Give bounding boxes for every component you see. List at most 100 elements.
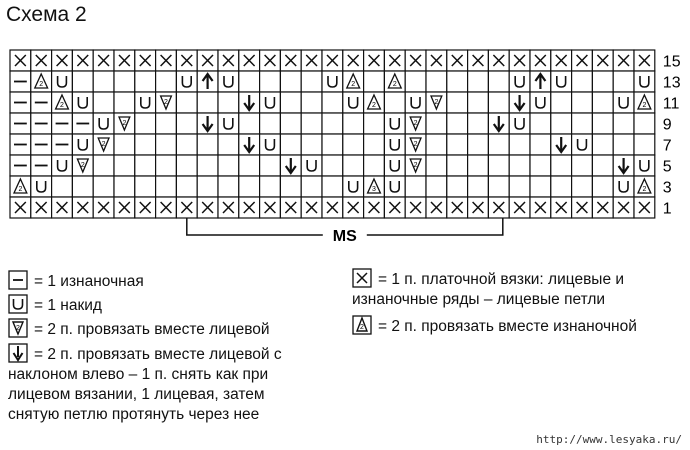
svg-text:2: 2 [642, 102, 646, 109]
legend-p2tog: 2 = 2 п. провязать вместе изнаночной [352, 315, 637, 337]
legend-p2tog-text: = 2 п. провязать вместе изнаночной [378, 318, 637, 335]
row-number: 1 [663, 201, 672, 218]
x-cross-symbol [155, 49, 178, 72]
empty-cell [633, 133, 656, 156]
svg-text:2: 2 [39, 81, 43, 88]
u-icon [8, 294, 28, 314]
u-yarn-over-symbol [383, 154, 406, 177]
empty-cell [591, 175, 614, 198]
p2tog-symbol: 2 [9, 175, 32, 198]
dash-symbol [30, 112, 53, 135]
u-yarn-over-symbol [50, 154, 73, 177]
legend-ssk-line3: лицевом вязании, 1 лицевая, затем [8, 386, 265, 403]
p2tog-symbol: 2 [342, 70, 365, 93]
empty-cell [113, 154, 136, 177]
k2tog-symbol: 2 [404, 112, 427, 135]
empty-cell [446, 154, 469, 177]
empty-cell [279, 175, 302, 198]
x-cross-symbol [529, 49, 552, 72]
k2tog-symbol: 2 [425, 91, 448, 114]
empty-cell [300, 112, 323, 135]
empty-cell [446, 175, 469, 198]
x-cross-symbol [196, 196, 219, 219]
x-cross-symbol [467, 49, 490, 72]
k2tog-symbol: 2 [113, 112, 136, 135]
x-cross-symbol [612, 196, 635, 219]
x-cross-symbol [633, 49, 656, 72]
empty-cell [550, 91, 573, 114]
empty-cell [238, 175, 261, 198]
dash-symbol [30, 91, 53, 114]
empty-cell [155, 112, 178, 135]
empty-cell [404, 70, 427, 93]
x-cross-symbol [425, 49, 448, 72]
empty-cell [570, 91, 593, 114]
x-cross-symbol [217, 196, 240, 219]
empty-cell [570, 154, 593, 177]
k2tog-symbol: 2 [155, 91, 178, 114]
u-yarn-over-symbol [508, 70, 531, 93]
x-cross-symbol [633, 196, 656, 219]
empty-cell [134, 175, 157, 198]
empty-cell [487, 133, 510, 156]
empty-cell [155, 154, 178, 177]
empty-cell [591, 70, 614, 93]
x-cross-symbol [425, 196, 448, 219]
legend-ssk-line1: = 2 п. провязать вместе лицевой с [34, 346, 282, 363]
x-cross-symbol [71, 196, 94, 219]
x-cross-symbol [9, 196, 32, 219]
empty-cell [633, 112, 656, 135]
empty-cell [196, 133, 219, 156]
x-cross-symbol [404, 196, 427, 219]
svg-text:2: 2 [102, 141, 106, 148]
empty-cell [342, 112, 365, 135]
x-cross-symbol [279, 196, 302, 219]
arrow-up-symbol [196, 70, 219, 93]
row-number: 13 [663, 75, 681, 92]
x-cross-symbol [321, 196, 344, 219]
u-yarn-over-symbol [570, 133, 593, 156]
x-cross-symbol [383, 49, 406, 72]
empty-cell [175, 112, 198, 135]
x-cross-symbol [591, 49, 614, 72]
u-yarn-over-symbol [50, 70, 73, 93]
dash-symbol [9, 154, 32, 177]
empty-cell [134, 133, 157, 156]
u-yarn-over-symbol [342, 175, 365, 198]
x-cross-symbol [92, 196, 115, 219]
empty-cell [425, 70, 448, 93]
p2tog-icon: 2 [352, 315, 372, 335]
x-icon [352, 268, 372, 288]
u-yarn-over-symbol [612, 175, 635, 198]
x-cross-symbol [612, 49, 635, 72]
u-yarn-over-symbol [383, 175, 406, 198]
row-number: 7 [663, 138, 672, 155]
svg-text:2: 2 [393, 81, 397, 88]
empty-cell [529, 154, 552, 177]
p2tog-symbol: 2 [633, 175, 656, 198]
u-yarn-over-symbol [529, 91, 552, 114]
empty-cell [259, 154, 282, 177]
u-yarn-over-symbol [550, 70, 573, 93]
x-cross-symbol [550, 196, 573, 219]
svg-text:2: 2 [414, 141, 418, 148]
empty-cell [196, 154, 219, 177]
empty-cell [529, 112, 552, 135]
legend-ssk: = 2 п. провязать вместе лицевой с наклон… [8, 343, 282, 425]
legend-garter: = 1 п. платочной вязки: лицевые и изнано… [352, 268, 624, 310]
empty-cell [446, 70, 469, 93]
x-cross-symbol [591, 196, 614, 219]
u-yarn-over-symbol [383, 112, 406, 135]
empty-cell [591, 133, 614, 156]
x-cross-symbol [113, 196, 136, 219]
empty-cell [487, 70, 510, 93]
svg-text:2: 2 [122, 120, 126, 127]
chart-title: Схема 2 [6, 3, 87, 26]
empty-cell [113, 133, 136, 156]
empty-cell [217, 175, 240, 198]
x-cross-symbol [383, 196, 406, 219]
ssk-arrow-down-symbol [550, 133, 573, 156]
svg-text:2: 2 [414, 162, 418, 169]
k2tog-symbol: 2 [404, 154, 427, 177]
u-yarn-over-symbol [30, 175, 53, 198]
